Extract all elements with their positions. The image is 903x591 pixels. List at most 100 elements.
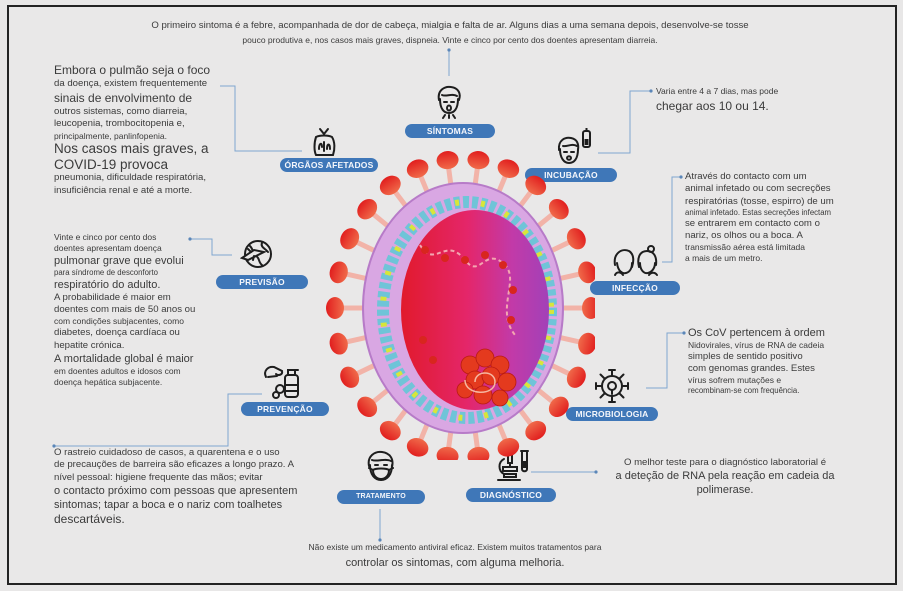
virus-spike-head — [497, 438, 520, 457]
orgaos-text-line: da doença, existem frequentemente — [54, 78, 208, 90]
orgaos-text-line: COVID-19 provoca — [54, 156, 169, 172]
globe-plane-icon — [240, 238, 274, 270]
connector-infeccao — [662, 176, 681, 263]
incubacao-label[interactable]: INCUBAÇÃO — [525, 168, 617, 182]
diagnostico-label[interactable]: DIAGNÓSTICO — [466, 488, 556, 502]
orgaos-text-line: insuficiência renal e até a morte. — [54, 184, 193, 196]
prevencao-label[interactable]: PREVENÇÃO — [241, 402, 329, 416]
previsao-text-line: pulmonar grave que evolui — [54, 254, 184, 267]
rna-strand — [419, 244, 516, 336]
orgaos-text-line: Nos casos mais graves, a — [54, 141, 209, 157]
infeccao-label[interactable]: INFECÇÃO — [590, 281, 680, 295]
virus-spike-head — [357, 199, 378, 220]
virus-spike-head — [436, 446, 459, 460]
coronavirus-illustration — [326, 151, 595, 460]
connector-microbiologia — [646, 332, 684, 389]
diagnostico-text-line: a deteção de RNA pela reação em cadeia d… — [615, 470, 835, 483]
virus-icon — [594, 368, 630, 404]
virus-core — [401, 210, 549, 410]
connector-prevencao — [54, 393, 262, 447]
tratamento-text-line: controlar os sintomas, com alguma melhor… — [345, 556, 565, 569]
microbiologia-text-line: com genomas grandes. Estes — [688, 363, 815, 375]
previsao-text-line: em doentes adultos e idosos com — [54, 365, 181, 376]
tratamento-text-line: Não existe um medicamento antiviral efic… — [308, 542, 602, 552]
orgaos-description: Embora o pulmão seja o foco da doença, e… — [54, 63, 229, 197]
infeccao-text-line: animal infetado. Estas secreções infecta… — [685, 207, 832, 217]
infeccao-text-line: Através do contacto com um — [685, 171, 807, 182]
previsao-text-line: doentes apresentam doença — [54, 242, 162, 253]
organs-body-icon — [310, 127, 338, 157]
previsao-text-line: com condições subjacentes, como — [54, 316, 184, 327]
virus-spike-head — [497, 159, 520, 178]
virus-spike-head — [578, 332, 595, 355]
virus-spike-head — [578, 261, 595, 284]
virus-spike-head — [379, 175, 401, 196]
infeccao-description: Através do contacto com um animal infeta… — [685, 171, 885, 264]
orgaos-text-line: outros sistemas, como diarreia, — [54, 105, 188, 117]
virus-spike-head — [525, 175, 547, 196]
orgaos-text-line: sinais de envolvimento de — [54, 90, 193, 105]
sintomas-text-line: pouco produtiva e, nos casos mais graves… — [242, 35, 658, 46]
previsao-text-line: A mortalidade global é maior — [54, 352, 194, 365]
microbiologia-label[interactable]: MICROBIOLOGIA — [566, 407, 658, 421]
prevencao-text-line: sintomas; tapar a boca e o nariz com toa… — [54, 498, 283, 511]
virus-spike-head — [340, 228, 360, 250]
infeccao-text-line: se entrarem em contacto com o — [685, 217, 820, 229]
orgaos-text-line: pneumonia, dificuldade respiratória, — [54, 172, 206, 184]
incubacao-description: Varia entre 4 a 7 dias, mas pode chegar … — [656, 86, 856, 114]
prevencao-text-line: nível pessoal: higiene frequente das mão… — [54, 471, 263, 483]
virus-spike-head — [566, 228, 586, 250]
previsao-label[interactable]: PREVISÃO — [216, 275, 308, 289]
virus-membrane-yellow — [380, 199, 554, 421]
incubacao-text-line: Varia entre 4 a 7 dias, mas pode — [656, 86, 779, 96]
tratamento-label[interactable]: TRATAMENTO — [337, 490, 425, 504]
diagnostico-text-line: polimerase. — [696, 484, 754, 497]
infeccao-text-line: animal infetado ou com secreções — [685, 183, 831, 195]
virus-spike-head — [467, 151, 490, 170]
sintomas-label[interactable]: SÍNTOMAS — [405, 124, 495, 138]
prevencao-text-line: O rastreio cuidadoso de casos, a quarent… — [54, 447, 280, 458]
virus-spike-head — [329, 261, 348, 284]
previsao-text-line: hepatite crónica. — [54, 339, 125, 351]
virus-spike-head — [357, 396, 378, 417]
coughing-face-icon — [433, 84, 465, 120]
rna-beads — [419, 246, 517, 364]
virus-spike-head — [406, 159, 429, 178]
previsao-text-line: respiratório do adulto. — [54, 278, 161, 291]
previsao-description: Vinte e cinco por cento dos doentes apre… — [54, 232, 244, 388]
previsao-text-line: doentes com mais de 50 anos ou — [54, 304, 196, 316]
sintomas-description: O primeiro sintoma é a febre, acompanhad… — [150, 20, 750, 46]
previsao-text-line: A probabilidade é maior em — [54, 291, 171, 303]
previsao-text-line: para síndrome de desconforto — [54, 267, 159, 277]
virus-spike-head — [379, 420, 401, 441]
virus-spike-head — [548, 199, 569, 220]
incubacao-text-line: chegar aos 10 ou 14. — [656, 98, 769, 113]
virus-spike-head — [340, 366, 360, 388]
microbiologia-text-line: Os CoV pertencem à ordem — [688, 327, 825, 339]
microbiologia-description: Os CoV pertencem à ordem Nidovirales, ví… — [688, 326, 888, 396]
microbiologia-text-line: recombinam-se com frequência. — [688, 386, 800, 396]
connector-previsao — [190, 238, 232, 256]
diagnostico-description: O melhor teste para o diagnóstico labora… — [605, 457, 845, 497]
virus-spike-head — [436, 151, 459, 170]
rna-coil — [464, 372, 496, 393]
virus-spike-head — [582, 297, 595, 319]
virus-spike-head — [467, 446, 490, 460]
orgaos-label[interactable]: ÓRGÃOS AFETADOS — [280, 158, 378, 172]
microbiologia-text-line: vírus sofrem mutações e — [688, 375, 782, 386]
prevencao-description: O rastreio cuidadoso de casos, a quarent… — [54, 447, 344, 527]
handwash-sanitizer-icon — [262, 363, 302, 401]
virus-spike-head — [566, 366, 586, 388]
connector-orgaos — [220, 85, 302, 152]
orgaos-text-line: leucopenia, trombocitopenia e, — [54, 118, 185, 130]
prevencao-text-line: de precauções de barreira são eficazes a… — [54, 459, 294, 471]
infeccao-text-line: nariz, os olhos ou a boca. A — [685, 230, 803, 242]
virus-spike-head — [406, 438, 429, 457]
previsao-text-line: Vinte e cinco por cento dos — [54, 232, 157, 242]
previsao-text-line: doença hepática subjacente. — [54, 376, 163, 387]
sick-person-thermometer-icon — [555, 128, 595, 168]
connector-incubacao — [598, 90, 651, 154]
previsao-text-line: diabetes, doença cardíaca ou — [54, 327, 180, 339]
orgaos-text-line: principalmente, panlinfopenia. — [54, 130, 167, 141]
